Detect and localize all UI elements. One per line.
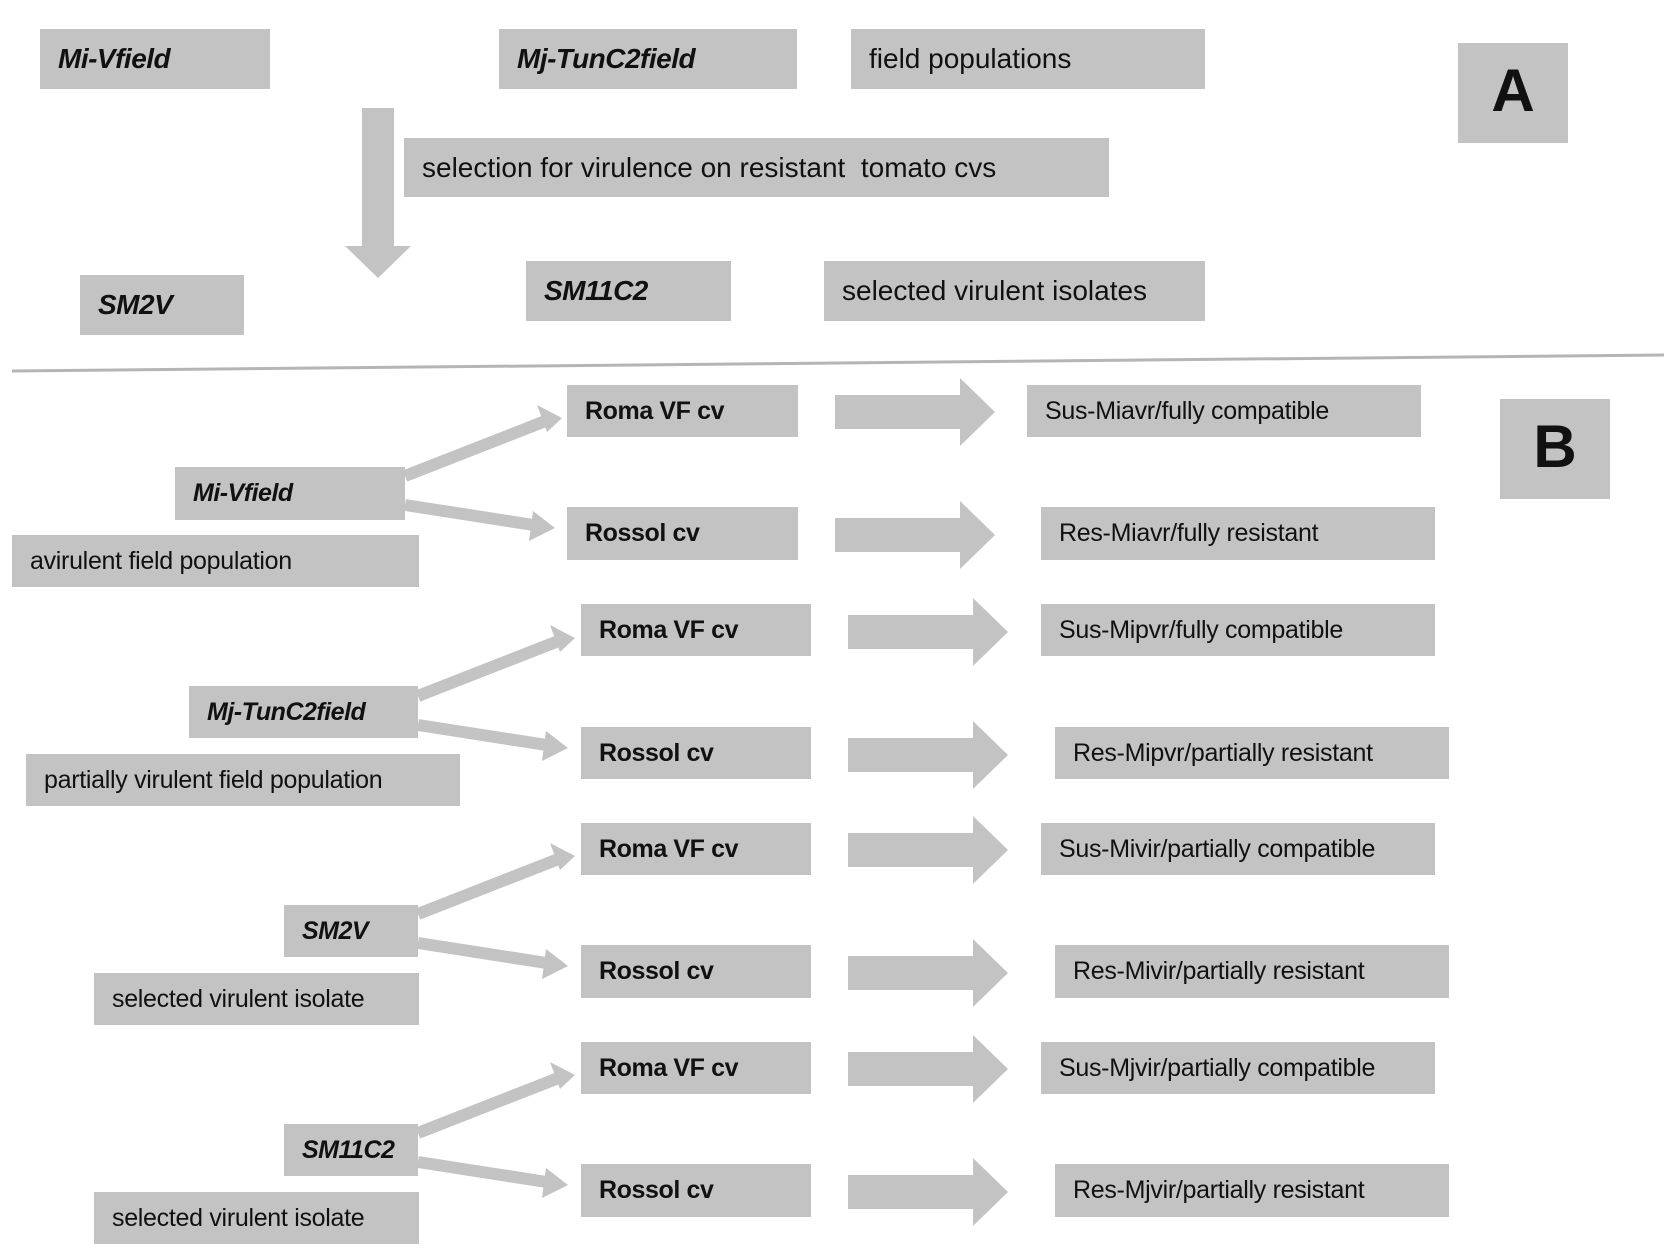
cultivar-box: Roma VF cv: [581, 1042, 811, 1094]
outcome-label: Sus-Mipvr/fully compatible: [1059, 615, 1343, 644]
source-description: partially virulent field population: [44, 765, 383, 794]
field-populations-caption-box: field populations: [851, 29, 1205, 89]
source-description-box: selected virulent isolate: [94, 973, 419, 1025]
selection-down-arrow: [345, 108, 411, 278]
cultivar-label: Roma VF cv: [599, 615, 739, 644]
diag-arrow-shaft: [415, 1071, 564, 1139]
block-arrow: [848, 598, 1008, 666]
outcome-box: Res-Mjvir/partially resistant: [1055, 1164, 1449, 1217]
cultivar-box: Rossol cv: [581, 727, 811, 779]
outcome-label: Sus-Mjvir/partially compatible: [1059, 1053, 1376, 1082]
block-arrow: [848, 1158, 1008, 1226]
selection-note: selection for virulence on resistant tom…: [422, 151, 997, 183]
panel-b-letter: B: [1533, 412, 1577, 480]
diag-arrow-head: [542, 731, 568, 761]
source-box: SM2V: [284, 905, 418, 957]
block-arrow: [848, 816, 1008, 884]
isolate-box-sm2v: SM2V: [80, 275, 244, 335]
diag-arrow-shaft: [417, 937, 554, 970]
diag-arrow-head: [550, 1062, 575, 1089]
population-box-mi-vfield: Mi-Vfield: [40, 29, 270, 89]
cultivar-label: Roma VF cv: [599, 1053, 739, 1082]
population-label: Mj-TunC2field: [517, 43, 696, 74]
source-label: SM11C2: [302, 1135, 395, 1164]
source-description: avirulent field population: [30, 546, 292, 575]
outcome-label: Res-Mipvr/partially resistant: [1073, 738, 1373, 767]
source-label: Mi-Vfield: [193, 479, 293, 507]
source-description-box: avirulent field population: [12, 535, 419, 587]
block-arrow: [848, 1035, 1008, 1103]
cultivar-box: Rossol cv: [567, 507, 798, 560]
diag-arrow-head: [542, 949, 568, 979]
source-box: SM11C2: [284, 1124, 418, 1176]
diag-arrow-head: [537, 405, 562, 432]
diag-arrow-head: [550, 625, 575, 652]
cultivar-label: Rossol cv: [599, 957, 714, 985]
block-arrow: [848, 721, 1008, 789]
isolate-label: SM2V: [98, 289, 173, 320]
diag-arrow-head: [529, 511, 555, 541]
cultivar-label: Roma VF cv: [585, 396, 725, 425]
diag-arrow-head: [550, 843, 575, 870]
source-description: selected virulent isolate: [112, 984, 365, 1013]
isolate-box-sm11c2: SM11C2: [526, 261, 731, 321]
source-description-box: selected virulent isolate: [94, 1192, 419, 1244]
source-description: selected virulent isolate: [112, 1203, 365, 1232]
outcome-label: Sus-Miavr/fully compatible: [1045, 396, 1329, 425]
isolates-caption-box: selected virulent isolates: [824, 261, 1205, 321]
diag-arrow-shaft: [417, 1156, 554, 1189]
block-arrow: [835, 501, 995, 569]
diag-arrow-head: [542, 1168, 568, 1198]
outcome-label: Sus-Mivir/partially compatible: [1059, 834, 1376, 863]
source-label: Mj-TunC2field: [207, 697, 366, 726]
population-label: Mi-Vfield: [58, 43, 171, 74]
cultivar-box: Roma VF cv: [567, 385, 798, 437]
outcome-box: Res-Miavr/fully resistant: [1041, 507, 1435, 560]
source-description-box: partially virulent field population: [26, 754, 460, 806]
cultivar-label: Rossol cv: [599, 738, 714, 767]
panel-b-label: B: [1500, 399, 1610, 499]
outcome-label: Res-Mjvir/partially resistant: [1073, 1176, 1365, 1204]
cultivar-box: Rossol cv: [581, 1164, 811, 1217]
diag-arrow-shaft: [415, 852, 564, 920]
isolate-label: SM11C2: [544, 275, 648, 306]
population-box-mj-tunc2field: Mj-TunC2field: [499, 29, 797, 89]
outcome-box: Sus-Miavr/fully compatible: [1027, 385, 1421, 437]
section-divider: [11, 353, 1665, 373]
outcome-box: Sus-Mjvir/partially compatible: [1041, 1042, 1435, 1094]
outcome-box: Sus-Mivir/partially compatible: [1041, 823, 1435, 875]
cultivar-box: Roma VF cv: [581, 604, 811, 656]
source-box: Mj-TunC2field: [189, 686, 418, 738]
outcome-box: Res-Mipvr/partially resistant: [1055, 727, 1449, 779]
outcome-box: Res-Mivir/partially resistant: [1055, 945, 1449, 998]
diag-arrow-shaft: [417, 719, 554, 752]
block-arrow: [835, 378, 995, 446]
isolates-caption: selected virulent isolates: [842, 275, 1148, 306]
outcome-label: Res-Miavr/fully resistant: [1059, 519, 1319, 547]
field-populations-caption: field populations: [869, 43, 1072, 74]
outcome-label: Res-Mivir/partially resistant: [1073, 957, 1365, 985]
panel-a-letter: A: [1491, 56, 1535, 124]
selection-note-box: selection for virulence on resistant tom…: [404, 138, 1109, 197]
diag-arrow-shaft: [404, 499, 541, 532]
block-arrow: [848, 939, 1008, 1007]
panel-a-label: A: [1458, 43, 1568, 143]
source-box: Mi-Vfield: [175, 467, 405, 520]
diag-arrow-shaft: [415, 634, 564, 702]
outcome-box: Sus-Mipvr/fully compatible: [1041, 604, 1435, 656]
cultivar-label: Rossol cv: [585, 519, 700, 547]
source-label: SM2V: [302, 916, 369, 945]
cultivar-label: Rossol cv: [599, 1176, 714, 1204]
diag-arrow-shaft: [402, 414, 551, 482]
cultivar-box: Roma VF cv: [581, 823, 811, 875]
cultivar-box: Rossol cv: [581, 945, 811, 998]
cultivar-label: Roma VF cv: [599, 834, 739, 863]
